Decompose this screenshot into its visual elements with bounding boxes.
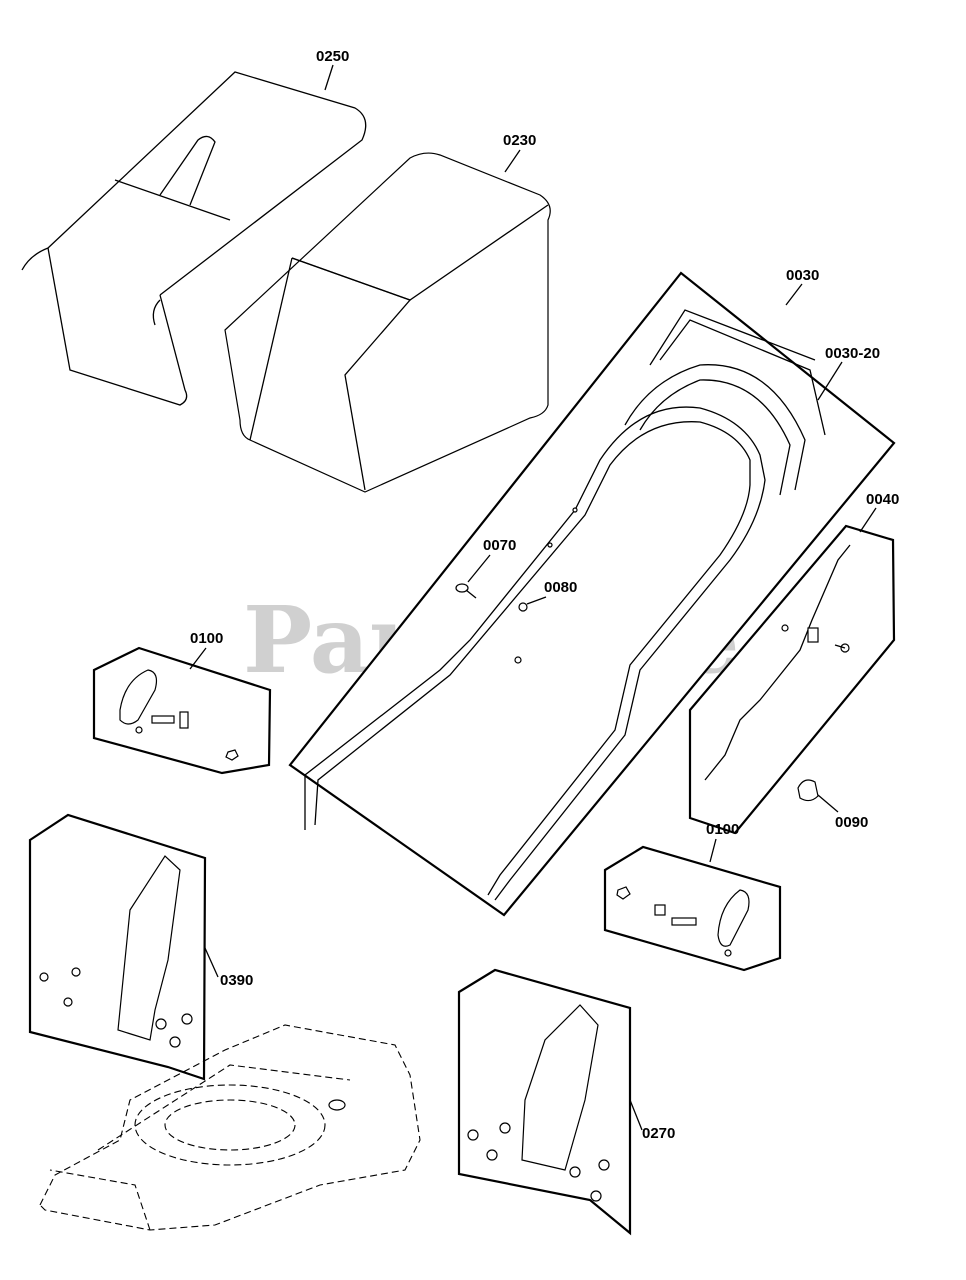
part-0040-control-cable[interactable]: [688, 524, 896, 835]
callout-0270[interactable]: 0270: [642, 1125, 675, 1142]
leader-0100-right: [709, 838, 717, 863]
callout-0250[interactable]: 0250: [316, 48, 349, 65]
leader-0070: [467, 554, 491, 583]
callout-0100-left[interactable]: 0100: [190, 630, 223, 647]
leader-0100-left: [189, 647, 207, 670]
callout-0070[interactable]: 0070: [483, 537, 516, 554]
part-0230-grass-bag[interactable]: [224, 152, 551, 493]
leader-0030: [785, 283, 803, 306]
leader-0030-20: [817, 361, 843, 401]
leader-0390: [204, 947, 219, 978]
part-0030-handle-assembly[interactable]: [288, 271, 896, 917]
part-0080-nut[interactable]: [518, 602, 528, 612]
part-0390-left-height-bracket[interactable]: [28, 813, 207, 1081]
callout-0090[interactable]: 0090: [835, 814, 868, 831]
callout-0100-right[interactable]: 0100: [706, 821, 739, 838]
callout-0390[interactable]: 0390: [220, 972, 253, 989]
part-0070-pin[interactable]: [455, 583, 477, 599]
leader-0090: [817, 794, 839, 813]
leader-0250: [324, 64, 334, 91]
leader-0270: [629, 1099, 643, 1131]
part-0100-right-handle-knob-kit[interactable]: [603, 845, 782, 972]
leader-0040: [859, 507, 877, 533]
callout-0080[interactable]: 0080: [544, 579, 577, 596]
mower-deck: [39, 1024, 421, 1231]
callout-0030[interactable]: 0030: [786, 267, 819, 284]
leader-0080: [526, 596, 547, 605]
part-0270-right-height-bracket[interactable]: [457, 968, 632, 1236]
leader-0230: [504, 149, 521, 173]
callout-0040[interactable]: 0040: [866, 491, 899, 508]
callout-0230[interactable]: 0230: [503, 132, 536, 149]
callout-0030-20[interactable]: 0030-20: [825, 345, 880, 362]
part-0250-bag-frame[interactable]: [21, 71, 367, 406]
part-0100-left-handle-knob-kit[interactable]: [92, 646, 272, 775]
part-0090-cable-clip[interactable]: [797, 779, 819, 802]
